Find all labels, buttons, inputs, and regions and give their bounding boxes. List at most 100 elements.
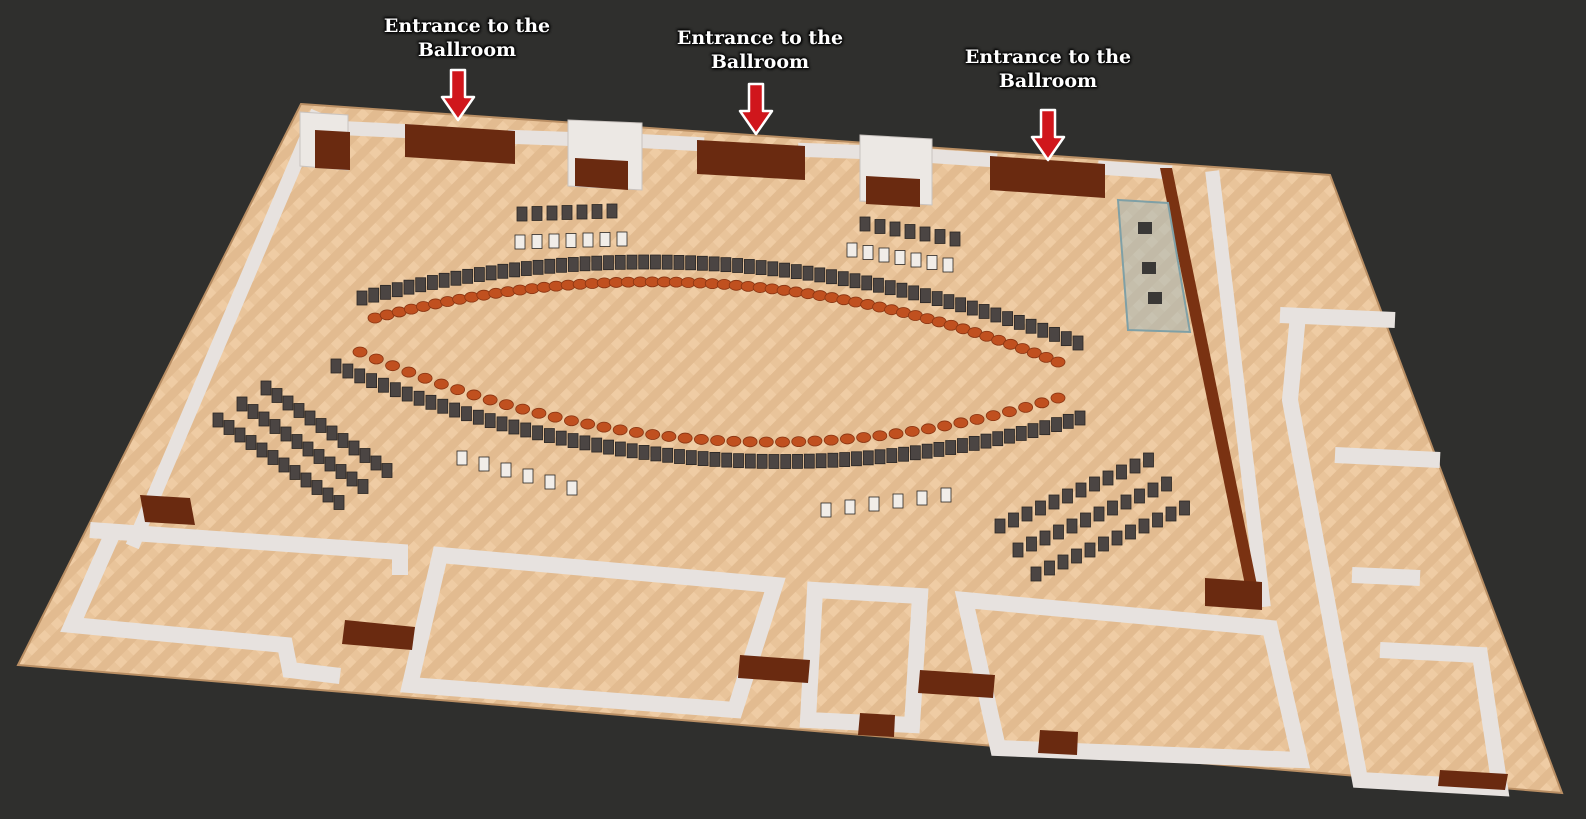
back-chair-top-left — [546, 205, 558, 221]
right-wood-panel — [1160, 168, 1258, 590]
bench-seat-left — [234, 427, 246, 443]
lower-arc-chair — [933, 442, 945, 457]
upper-arc-chair — [462, 268, 474, 284]
bench-seat-left — [223, 420, 235, 435]
entrance-label-1: Entrance to the Ballroom — [357, 14, 577, 62]
white-chair-top-right — [894, 250, 906, 265]
lower-arc-chair — [638, 445, 650, 460]
bench-seat-left — [247, 404, 259, 419]
upper-arc-chair — [896, 282, 908, 298]
lower-arc-chair — [1051, 417, 1062, 432]
bench-seat-right — [1116, 464, 1127, 480]
upper-arc-chair — [438, 272, 450, 288]
bench-seat-left — [381, 463, 393, 478]
lower-arc-table — [661, 431, 677, 442]
back-chair-top-right — [904, 224, 916, 239]
bench-seat-left — [282, 395, 294, 411]
bench-seat-right — [1030, 566, 1042, 582]
bench-seat-right — [1129, 458, 1141, 474]
entrance-label-3: Entrance to the Ballroom — [938, 45, 1158, 93]
lower-arc-chair — [378, 377, 389, 393]
lower-arc-table — [1002, 406, 1017, 418]
white-chair-top-right — [910, 252, 922, 268]
upper-arc-chair — [743, 259, 755, 274]
lower-arc-chair — [508, 419, 520, 435]
upper-arc-table — [1038, 351, 1054, 363]
lower-arc-table — [904, 426, 920, 437]
lower-arc-chair — [697, 451, 709, 466]
lower-arc-table — [645, 429, 661, 440]
white-chair-top-left — [514, 234, 526, 250]
bench-seat-right — [1125, 524, 1136, 540]
entrance-label-1-line2: Ballroom — [417, 39, 517, 61]
lower-arc-table — [564, 415, 579, 427]
upper-arc-chair — [450, 270, 462, 286]
lower-arc-chair — [496, 416, 508, 432]
lower-arc-chair — [862, 450, 874, 466]
entrance-arrow-3 — [1030, 108, 1066, 162]
white-chair-bottom-right — [940, 487, 952, 503]
back-chair-top-left — [531, 206, 543, 221]
upper-arc-chair — [908, 285, 920, 301]
bench-seat-left — [335, 464, 347, 479]
pier-doors — [315, 130, 920, 207]
lower-arc-chair — [579, 435, 591, 451]
bench-seat-left — [260, 380, 272, 396]
lower-arc-table — [677, 432, 693, 444]
lower-arc-chair — [413, 390, 425, 406]
lower-arc-chair — [662, 447, 674, 463]
lower-arc-chair — [851, 451, 862, 467]
lower-arc-table — [710, 435, 726, 446]
lower-arc-table — [742, 436, 758, 448]
bench-seat-left — [256, 442, 268, 458]
upper-arc-chair — [955, 297, 967, 313]
white-chair-bottom-left — [456, 450, 468, 466]
upper-arc-table — [1026, 347, 1042, 359]
bench-seat-right — [1120, 494, 1132, 510]
upper-arc-chair — [884, 280, 896, 296]
white-chair-bottom-left — [544, 474, 556, 490]
bench-seat-right — [1147, 482, 1159, 498]
upper-arc-chair — [567, 257, 579, 272]
white-chair-bottom-right — [820, 502, 832, 518]
lower-arc-chair — [803, 453, 815, 469]
lower-arc-chair — [1004, 428, 1015, 444]
lower-arc-chair — [472, 409, 484, 425]
upper-arc-chair — [473, 267, 485, 282]
upper-arc-chair — [509, 262, 520, 278]
bench-seat-right — [1152, 512, 1163, 528]
upper-arc-chair — [849, 273, 861, 289]
lower-arc-table — [1034, 397, 1050, 409]
lower-arc-chair — [744, 453, 756, 469]
lower-arc-chair — [650, 446, 662, 462]
upper-arc-table — [1050, 356, 1066, 368]
lower-arc-table — [807, 435, 823, 447]
bench-seat-right — [1075, 482, 1087, 498]
upper-arc-chair — [755, 260, 767, 275]
upper-arc-chair — [1060, 331, 1072, 347]
upper-arc-chair — [673, 255, 685, 270]
lower-arc-table — [417, 372, 433, 384]
back-chair-top-right — [889, 221, 901, 237]
entrance-label-2: Entrance to the Ballroom — [650, 26, 870, 74]
bench-seat-right — [1080, 512, 1091, 528]
upper-arc-chair — [380, 284, 391, 300]
white-chair-top-right — [862, 245, 874, 260]
lower-arc-chair — [354, 368, 366, 384]
bench-seat-right — [1048, 494, 1060, 510]
back-chair-top-right — [859, 216, 871, 232]
lower-arc-chair — [968, 435, 980, 451]
upper-arc-chair — [990, 307, 1002, 323]
lower-arc-chair — [886, 448, 898, 463]
lower-arc-chair — [626, 443, 638, 459]
upper-arc-chair — [391, 282, 403, 298]
bench-seat-left — [236, 396, 248, 412]
lower-arc-table — [612, 424, 628, 436]
white-chair-bottom-right — [844, 499, 856, 515]
lower-arc-table — [775, 436, 790, 448]
lower-arc-chair — [839, 452, 851, 467]
room-doors — [140, 495, 1508, 790]
bench-seat-left — [280, 426, 292, 442]
bench-seat-left — [245, 435, 257, 450]
lower-arc-chair — [603, 439, 614, 455]
